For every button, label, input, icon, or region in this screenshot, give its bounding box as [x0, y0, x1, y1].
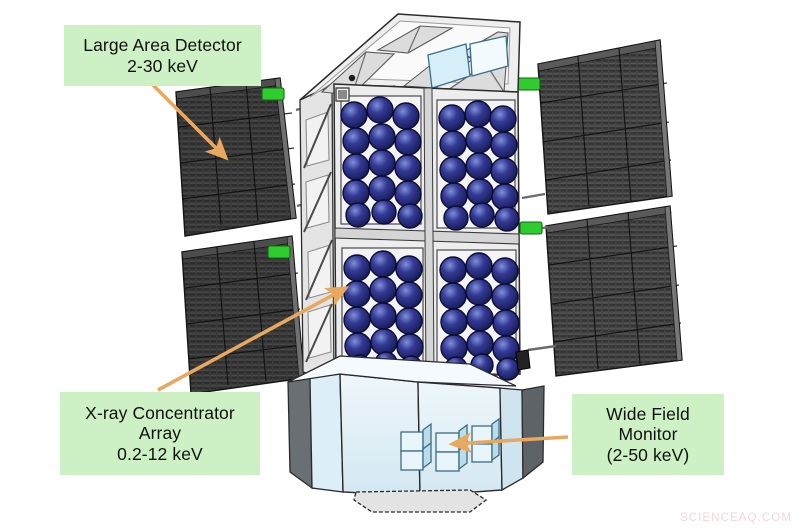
callout-line: Large Area Detector — [83, 34, 242, 55]
connector-block — [261, 87, 285, 101]
callout-x-ray-concentrator-array: X-ray Concentrator Array 0.2-12 keV — [60, 392, 260, 475]
side-truss-structure — [299, 82, 335, 383]
top-deck-structure — [299, 13, 521, 101]
callout-line: 2-30 keV — [127, 55, 198, 76]
pointer-arrows — [150, 82, 569, 454]
launch-adapter-plate — [353, 489, 488, 513]
wide-field-monitor-module — [287, 355, 545, 513]
pointer-arrow-large-area-detector — [150, 82, 229, 161]
connector-block — [517, 77, 541, 91]
callout-line: Monitor — [618, 424, 678, 445]
spacecraft-main-body — [299, 13, 531, 391]
callout-line: Wide Field — [606, 403, 690, 424]
callout-wide-field-monitor: Wide Field Monitor (2-50 keV) — [572, 394, 724, 475]
right-solar-panel-wing — [517, 39, 683, 377]
connector-block — [267, 245, 291, 259]
callout-large-area-detector: Large Area Detector 2-30 keV — [64, 25, 261, 86]
detector-array-panel — [329, 83, 531, 391]
connector-block — [519, 221, 543, 235]
deck-panel — [427, 35, 509, 89]
watermark: SCIENCEAQ.COM — [679, 512, 792, 524]
concentrator-optics — [340, 96, 520, 381]
callout-line: 0.2-12 keV — [117, 443, 203, 464]
callout-line: (2-50 keV) — [606, 444, 690, 465]
callout-line: Array — [138, 423, 182, 444]
callout-line: X-ray Concentrator — [85, 402, 235, 423]
pointer-arrow-wide-field-monitor — [448, 432, 569, 454]
pointer-arrow-x-ray-concentrator-array — [157, 286, 350, 392]
